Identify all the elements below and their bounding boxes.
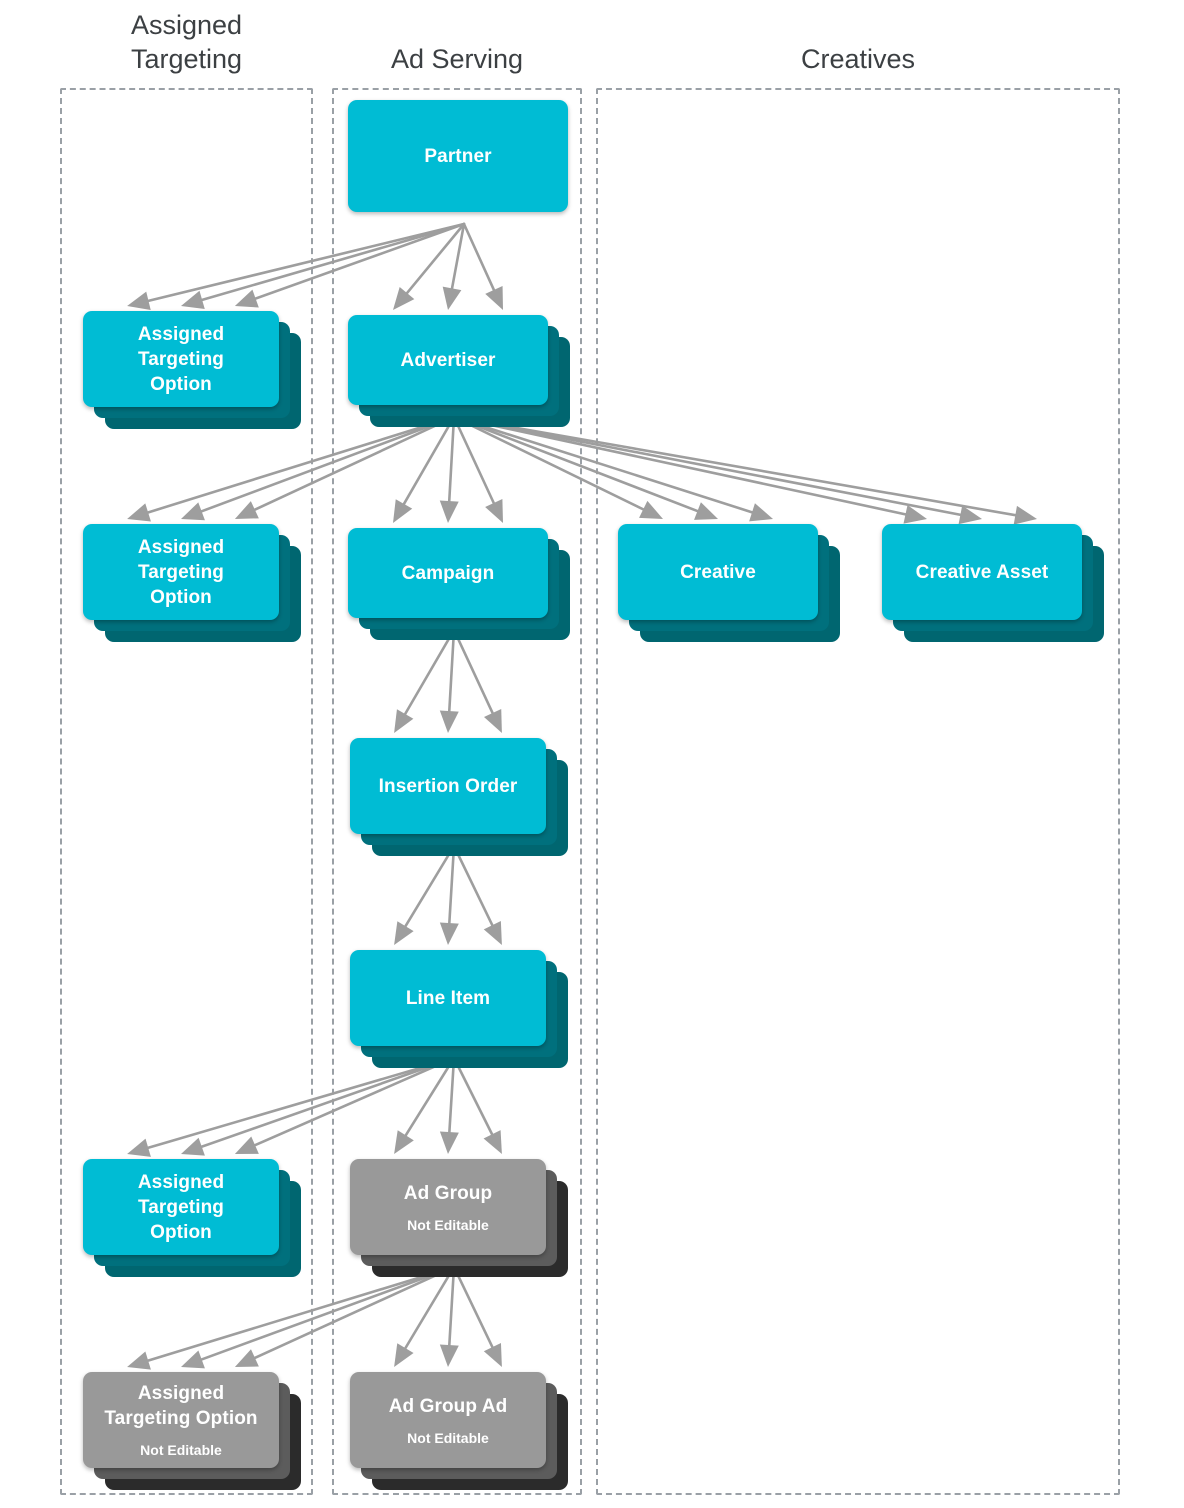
node-insertion-order[interactable]: Insertion Order bbox=[350, 738, 568, 856]
node-card[interactable]: Creative bbox=[618, 524, 818, 620]
node-line-item[interactable]: Line Item bbox=[350, 950, 568, 1068]
node-title: Campaign bbox=[402, 561, 495, 586]
node-title: Line Item bbox=[406, 986, 490, 1011]
node-title-line: Campaign bbox=[401, 562, 495, 584]
node-title-line: Creative bbox=[680, 561, 756, 583]
node-card[interactable]: Creative Asset bbox=[882, 524, 1082, 620]
node-campaign[interactable]: Campaign bbox=[348, 528, 570, 640]
column-group-creatives bbox=[596, 88, 1120, 1495]
node-advertiser[interactable]: Advertiser bbox=[348, 315, 570, 427]
node-card[interactable]: Campaign bbox=[348, 528, 548, 618]
column-header-line: Targeting bbox=[130, 44, 243, 74]
node-card[interactable]: Line Item bbox=[350, 950, 546, 1046]
node-not-editable-badge: Not Editable bbox=[407, 1429, 489, 1446]
node-title-line: Option bbox=[150, 586, 212, 608]
node-partner[interactable]: Partner bbox=[348, 100, 568, 212]
node-title-line: Targeting bbox=[137, 561, 225, 583]
node-title: Ad Group bbox=[404, 1181, 492, 1206]
node-title-line: Targeting bbox=[137, 1196, 225, 1218]
node-title: Creative Asset bbox=[916, 560, 1049, 585]
node-not-editable-badge: Not Editable bbox=[407, 1216, 489, 1233]
node-title-line: Targeting bbox=[137, 348, 225, 370]
node-title-line: Option bbox=[150, 373, 212, 395]
node-ad-group-ad[interactable]: Ad Group Ad Not Editable bbox=[350, 1372, 568, 1490]
node-title-line: Ad Group bbox=[403, 1182, 493, 1204]
node-title-line: Option bbox=[150, 1221, 212, 1243]
node-card[interactable]: Insertion Order bbox=[350, 738, 546, 834]
node-title-line: Assigned bbox=[137, 1383, 225, 1404]
column-group-ad-serving bbox=[332, 88, 582, 1495]
column-header-line: Creatives bbox=[800, 44, 916, 74]
node-card[interactable]: Advertiser bbox=[348, 315, 548, 405]
column-group-assigned-targeting bbox=[60, 88, 313, 1495]
node-creative[interactable]: Creative bbox=[618, 524, 840, 642]
column-header-line: Assigned bbox=[130, 10, 243, 40]
column-header-line: Ad Serving bbox=[390, 44, 524, 74]
node-title-line: Targeting Option bbox=[104, 1408, 258, 1429]
node-title-line: Advertiser bbox=[400, 349, 496, 371]
node-title: Creative bbox=[680, 560, 756, 585]
node-title-line: Partner bbox=[424, 145, 492, 167]
node-title: Ad Group Ad bbox=[389, 1394, 508, 1419]
node-title-line: Ad Group Ad bbox=[388, 1395, 508, 1417]
node-title: Advertiser bbox=[401, 348, 496, 373]
node-not-editable-badge: Not Editable bbox=[140, 1442, 222, 1458]
node-title: Insertion Order bbox=[379, 774, 518, 799]
node-title-line: Insertion Order bbox=[378, 775, 518, 797]
node-title-line: Line Item bbox=[405, 987, 491, 1009]
node-creative-asset[interactable]: Creative Asset bbox=[882, 524, 1104, 642]
node-title: Partner bbox=[424, 144, 491, 169]
node-title-line: Assigned bbox=[137, 323, 225, 345]
node-title-line: Creative Asset bbox=[915, 561, 1049, 583]
node-card[interactable]: Ad Group Ad Not Editable bbox=[350, 1372, 546, 1468]
node-card[interactable]: Partner bbox=[348, 100, 568, 212]
column-header-creatives: Creatives bbox=[596, 42, 1120, 76]
node-title-line: Assigned bbox=[137, 1171, 225, 1193]
node-title-line: Assigned bbox=[137, 536, 225, 558]
column-header-ad-serving: Ad Serving bbox=[332, 42, 582, 76]
